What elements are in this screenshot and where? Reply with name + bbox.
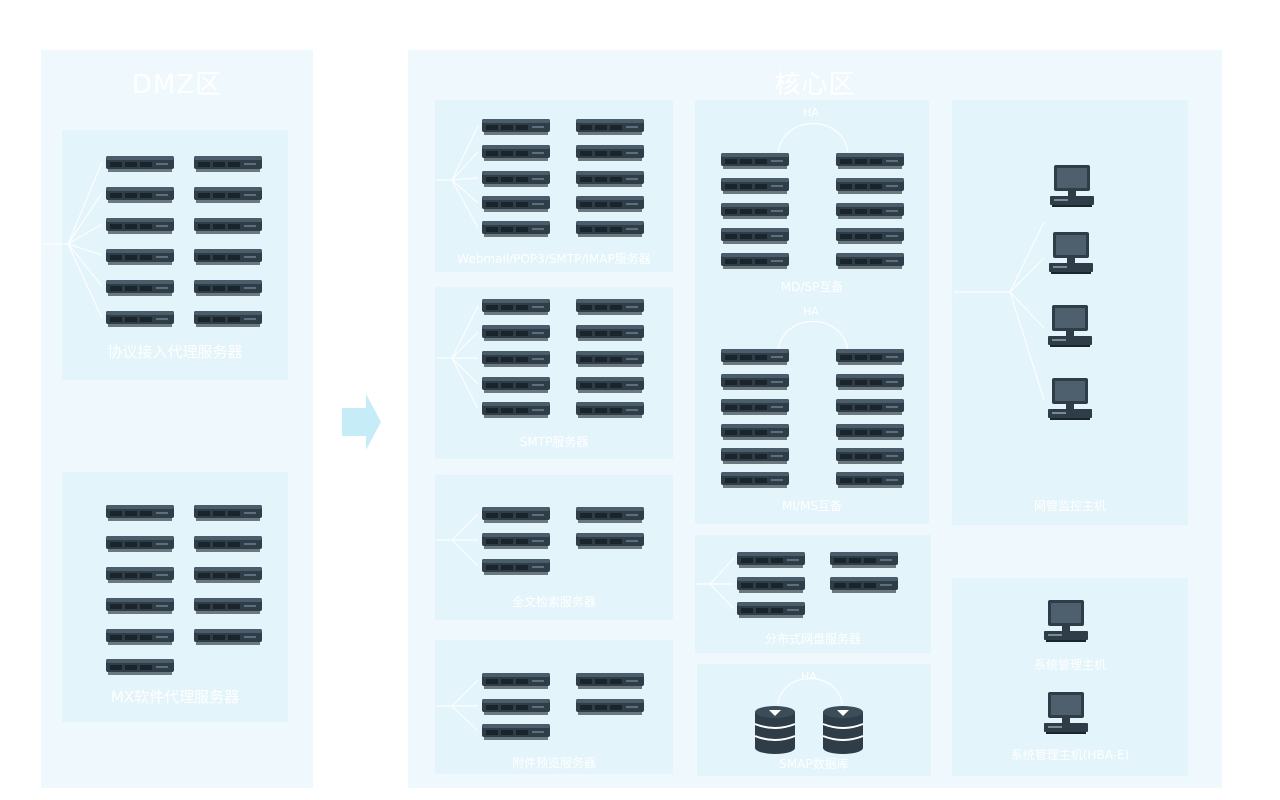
smap-caption: SMAP数据库 bbox=[779, 757, 849, 771]
mx-proxy-panel: MX软件代理服务器 bbox=[62, 472, 288, 722]
sysadmin-panel: 系统管理主机 系统管理主机(HBA-E) bbox=[952, 578, 1188, 776]
mx-proxy-caption: MX软件代理服务器 bbox=[110, 688, 240, 706]
protocol-proxy-caption: 协议接入代理服务器 bbox=[107, 343, 243, 361]
webmail-panel: Webmail/POP3/SMTP/IMAP服务器 bbox=[435, 100, 673, 272]
fulltext-caption: 全文检索服务器 bbox=[511, 595, 596, 609]
smtp-panel: SMTP服务器 bbox=[435, 287, 673, 459]
mims-caption: MI/MS互备 bbox=[782, 499, 842, 513]
sysadmin-caption: 系统管理主机 bbox=[1033, 658, 1106, 672]
core-title: 核心区 bbox=[774, 70, 856, 100]
preview-caption: 附件预览服务器 bbox=[511, 756, 596, 770]
smap-panel: HA SMAP数据库 bbox=[697, 664, 931, 776]
ha-label-smap: HA bbox=[801, 670, 817, 683]
mdsp-caption: MD/SP互备 bbox=[780, 280, 844, 294]
smtp-caption: SMTP服务器 bbox=[519, 435, 589, 449]
netdisk-panel: 分布式网盘服务器 bbox=[695, 535, 931, 653]
webmail-caption: Webmail/POP3/SMTP/IMAP服务器 bbox=[457, 252, 651, 266]
fulltext-panel: 全文检索服务器 bbox=[435, 475, 673, 620]
dmz-title: DMZ区 bbox=[131, 70, 223, 100]
ha-label-mdsp: HA bbox=[803, 106, 819, 119]
protocol-proxy-panel: 协议接入代理服务器 bbox=[62, 130, 288, 380]
monitor-caption: 网管监控主机 bbox=[1033, 499, 1106, 513]
md-mi-panel: MD/SP互备 HA HA MI/MS互备 bbox=[695, 100, 929, 524]
netdisk-caption: 分布式网盘服务器 bbox=[764, 632, 861, 646]
sysadmin-ha-caption: 系统管理主机(HBA-E) bbox=[1010, 748, 1130, 762]
monitor-panel: 网管监控主机 bbox=[952, 100, 1188, 525]
ha-label-mims: HA bbox=[803, 305, 819, 318]
preview-panel: 附件预览服务器 bbox=[435, 640, 673, 774]
